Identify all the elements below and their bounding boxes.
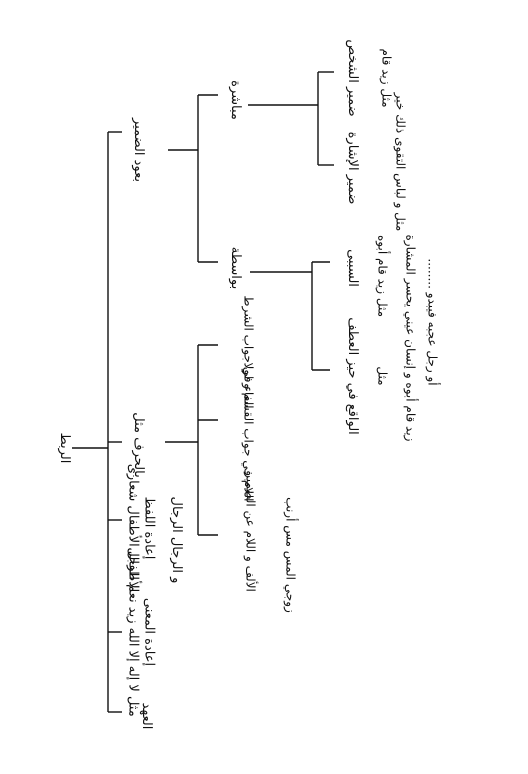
indirect-sabab-example: مثل زيد قام أبوه bbox=[375, 235, 390, 317]
direct-person-example: مثل زيد قام bbox=[379, 48, 394, 108]
branch-meaning-title: إعادة المعنى bbox=[141, 597, 157, 667]
indirect-atf-example-2: زيد قام أبوه و إنسان عيني يحسر المشارة bbox=[403, 234, 418, 442]
direct-isharah-label: ضمير الإشارة bbox=[345, 131, 361, 205]
root-label: الربط bbox=[57, 432, 73, 464]
branch-meaning-example: مثل لا إله إلا الله زيد نعم الرجل bbox=[125, 547, 140, 717]
direct-person-label: ضمير الشخص bbox=[345, 39, 361, 117]
pronoun-direct-label: مباشرة bbox=[228, 80, 244, 120]
indirect-sabab-label: السببى bbox=[345, 249, 361, 287]
branch-agreement-label: العهد bbox=[139, 702, 155, 730]
branch-meaning-label: إعادة المعنى مثل لا إله إلا الله زيد نعم… bbox=[124, 547, 157, 717]
direct-isharah-example: مثل و لباس التقوى ذلك خير bbox=[393, 92, 408, 232]
branch-word-example-2: و الرجال الرجال bbox=[169, 496, 185, 584]
branch-pronoun-label: بعود الضمير bbox=[131, 118, 147, 182]
pronoun-indirect-label: بواسطة bbox=[228, 246, 244, 290]
indirect-atf-example-3: أو رجل عجبه فيبدو ........ bbox=[425, 258, 440, 386]
indirect-atf-label: الواقع في حيز العطف bbox=[345, 317, 361, 435]
letter-alif-example: زوجي المس مس أرنب bbox=[283, 497, 298, 613]
letter-alif-label: الألف و اللام عن الضمير bbox=[243, 472, 258, 592]
indirect-atf-example-1: مثل bbox=[375, 366, 390, 386]
